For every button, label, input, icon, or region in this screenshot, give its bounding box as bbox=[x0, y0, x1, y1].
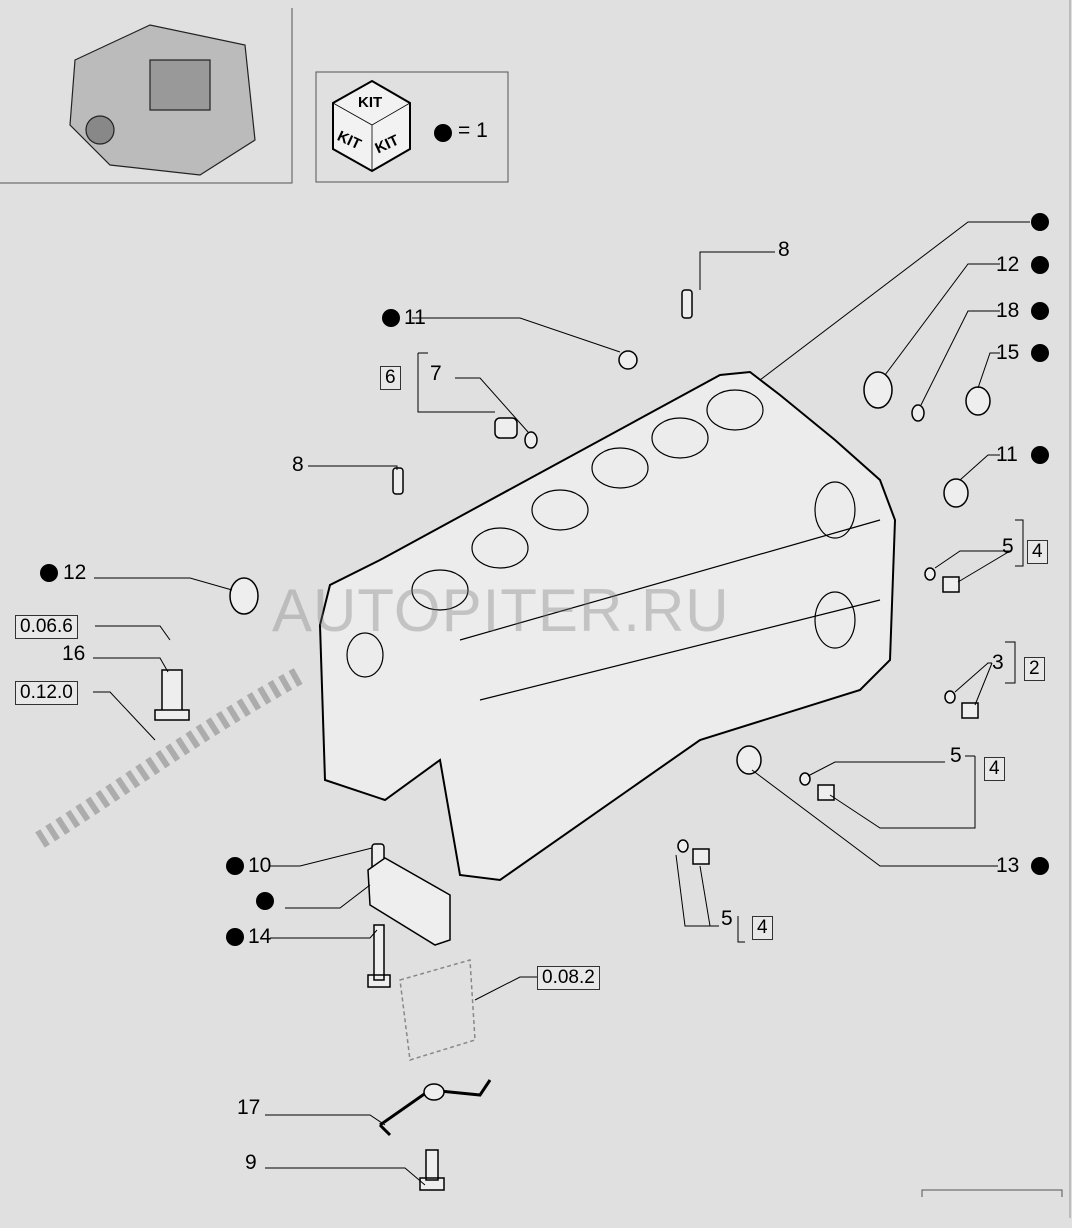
callout-4-box[interactable]: 4 bbox=[752, 916, 773, 940]
callout-13[interactable]: 13 bbox=[996, 854, 1020, 877]
callout-4-box[interactable]: 4 bbox=[984, 757, 1005, 781]
callout-8-top[interactable]: 8 bbox=[778, 238, 790, 261]
leader-lines bbox=[93, 221, 1030, 1186]
kit-equals-label: = 1 bbox=[458, 119, 488, 142]
callout-5[interactable]: 5 bbox=[950, 744, 962, 767]
kit-dot-icon bbox=[226, 928, 244, 946]
callout-8-left[interactable]: 8 bbox=[292, 453, 304, 476]
kit-dot-icon bbox=[1031, 213, 1049, 231]
callout-11-left[interactable]: 11 bbox=[404, 306, 426, 329]
kit-dot-icon bbox=[226, 857, 244, 875]
callout-5[interactable]: 5 bbox=[721, 907, 733, 930]
kit-dot-icon bbox=[1031, 344, 1049, 362]
kit-dot-icon bbox=[40, 564, 58, 582]
page-corner-mark bbox=[921, 1189, 1063, 1197]
watermark: AUTOPITER.RU bbox=[272, 577, 730, 644]
callout-5[interactable]: 5 bbox=[1002, 535, 1014, 558]
kit-dot-icon bbox=[382, 309, 400, 327]
callout-11-right[interactable]: 11 bbox=[996, 443, 1018, 466]
callout-16[interactable]: 16 bbox=[62, 642, 86, 665]
kit-dot-icon bbox=[1031, 446, 1049, 464]
engine-thumbnail bbox=[69, 24, 256, 176]
kit-dot-icon bbox=[1031, 302, 1049, 320]
callout-3[interactable]: 3 bbox=[992, 651, 1004, 674]
ref-0-06-6[interactable]: 0.06.6 bbox=[15, 615, 78, 639]
callout-14[interactable]: 14 bbox=[248, 925, 272, 948]
kit-cube-icon bbox=[332, 79, 411, 173]
callout-12-right[interactable]: 12 bbox=[996, 253, 1020, 276]
kit-dot-icon bbox=[1031, 857, 1049, 875]
parts bbox=[35, 289, 991, 1191]
kit-dot-icon bbox=[434, 124, 452, 142]
callout-18[interactable]: 18 bbox=[996, 299, 1020, 322]
callout-4-box[interactable]: 4 bbox=[1027, 540, 1048, 564]
callout-6-box[interactable]: 6 bbox=[380, 366, 401, 390]
callout-15[interactable]: 15 bbox=[996, 341, 1020, 364]
kit-legend-frame bbox=[315, 71, 509, 183]
kit-dot-icon bbox=[256, 892, 274, 910]
kit-label-top: KIT bbox=[358, 94, 383, 111]
engine-block bbox=[318, 370, 897, 882]
ref-0-12-0[interactable]: 0.12.0 bbox=[15, 681, 78, 705]
callout-7[interactable]: 7 bbox=[430, 362, 442, 385]
callout-10[interactable]: 10 bbox=[248, 854, 272, 877]
thumbnail-frame bbox=[0, 8, 293, 184]
ref-0-08-2[interactable]: 0.08.2 bbox=[537, 966, 600, 990]
kit-dot-icon bbox=[1031, 256, 1049, 274]
callout-9[interactable]: 9 bbox=[245, 1151, 257, 1174]
callout-17[interactable]: 17 bbox=[237, 1096, 261, 1119]
callout-12-left[interactable]: 12 bbox=[63, 561, 87, 584]
callout-2-box[interactable]: 2 bbox=[1024, 657, 1045, 681]
